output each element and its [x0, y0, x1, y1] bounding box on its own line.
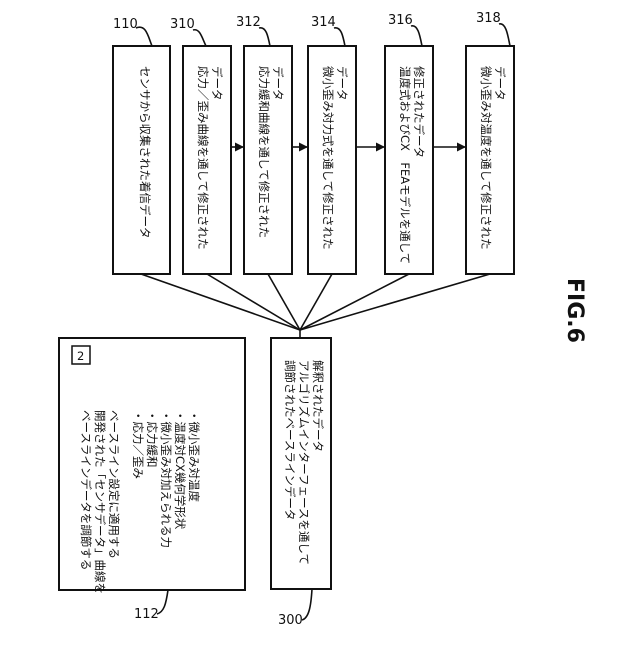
top-box-316-text-0: 温度式およびCX FEAモデルを通して	[398, 66, 412, 264]
leader-110	[136, 27, 152, 46]
ref-112: 112	[134, 607, 159, 622]
ref-318: 318	[476, 11, 501, 26]
box-300: 調節されたベースラインデータ アルゴリズムインターフェースを通して 解釈されたデ…	[271, 338, 331, 589]
top-box-310-text-0: 応力／歪み曲線を通して修正された	[196, 66, 210, 250]
ref-316: 316	[388, 13, 413, 28]
leader-316	[411, 26, 422, 46]
top-box-314-text-1: データ	[335, 66, 349, 101]
box-112-line-2: ベースライン設定に適用する	[107, 410, 121, 559]
ref-314: 314	[311, 15, 336, 30]
top-box-312-text-1: データ	[271, 66, 285, 101]
box-112-line-5: ・微小歪み対加えられる力	[159, 410, 173, 548]
box-112-line-7: ・微小歪み対温度	[187, 410, 201, 502]
leader-318	[499, 24, 510, 46]
box-112-line-1: 開発された「センサデータ」曲線を	[93, 410, 107, 594]
box-112-line-3: ・応力／歪み	[131, 410, 145, 479]
box-112-badge-text: 2	[77, 349, 84, 363]
top-box-312-text-0: 応力緩和曲線を通して修正された	[257, 66, 271, 238]
top-box-310: 応力／歪み曲線を通して修正された データ	[183, 46, 231, 274]
box-300-line-1: アルゴリズムインターフェースを通して	[297, 360, 311, 565]
top-box-318: 微小歪み対温度を通して修正された データ	[466, 46, 514, 274]
top-box-110: センサから収集された着信データ	[113, 46, 170, 274]
ref-300: 300	[278, 613, 303, 628]
top-box-312: 応力緩和曲線を通して修正された データ	[244, 46, 292, 274]
ref-110: 110	[113, 17, 138, 32]
top-box-316-text-1: 修正されたデータ	[412, 66, 426, 158]
fan-connectors	[141, 274, 490, 330]
top-box-316: 温度式およびCX FEAモデルを通して 修正されたデータ	[385, 46, 433, 274]
box-112: 2 ベースラインデータを調節する 開発された「センサデータ」曲線を ベースライン…	[59, 338, 245, 594]
top-box-110-text-0: センサから収集された着信データ	[138, 66, 152, 239]
ref-312: 312	[236, 15, 261, 30]
top-box-318-text-1: データ	[493, 66, 507, 101]
box-112-line-0: ベースラインデータを調節する	[79, 410, 93, 570]
leader-314	[334, 28, 345, 46]
box-112-line-4: ・応力緩和	[145, 410, 159, 468]
leader-310	[193, 30, 206, 46]
top-box-310-text-1: データ	[210, 66, 224, 101]
box-300-line-2: 解釈されたデータ	[311, 360, 325, 452]
box-112-line-6: ・温度対CX幾何学形状	[173, 410, 187, 530]
top-box-314-text-0: 微小歪み対力式を通して修正された	[321, 66, 335, 250]
ref-310: 310	[170, 17, 195, 32]
leader-300	[302, 589, 312, 620]
figure-label: FIG.6	[562, 278, 587, 343]
top-box-314: 微小歪み対力式を通して修正された データ	[308, 46, 356, 274]
top-box-318-text-0: 微小歪み対温度を通して修正された	[479, 66, 493, 250]
leader-312	[259, 28, 270, 46]
box-300-line-0: 調節されたベースラインデータ	[283, 360, 297, 520]
